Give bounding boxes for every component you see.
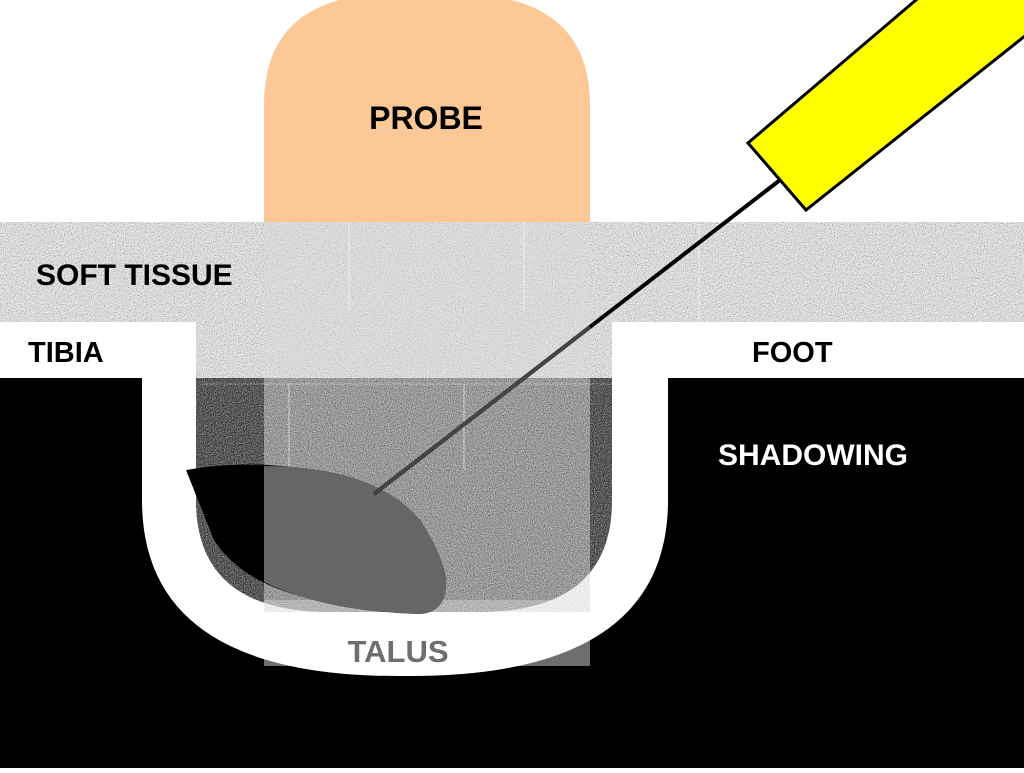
label-talus: TALUS — [347, 634, 448, 669]
label-probe: PROBE — [369, 100, 483, 136]
needle-shaft-in-tissue — [372, 325, 592, 496]
scan-lines — [200, 222, 700, 470]
label-tibia: TIBIA — [28, 337, 104, 369]
osteochondral-lesion-in-beam — [264, 466, 447, 614]
needle-hub — [745, 0, 1024, 213]
label-soft-tissue: SOFT TISSUE — [36, 259, 233, 292]
bone-surface — [0, 322, 1024, 676]
ultrasound-probe — [264, 0, 590, 222]
label-shadowing: SHADOWING — [718, 439, 908, 472]
label-foot: FOOT — [752, 337, 833, 369]
